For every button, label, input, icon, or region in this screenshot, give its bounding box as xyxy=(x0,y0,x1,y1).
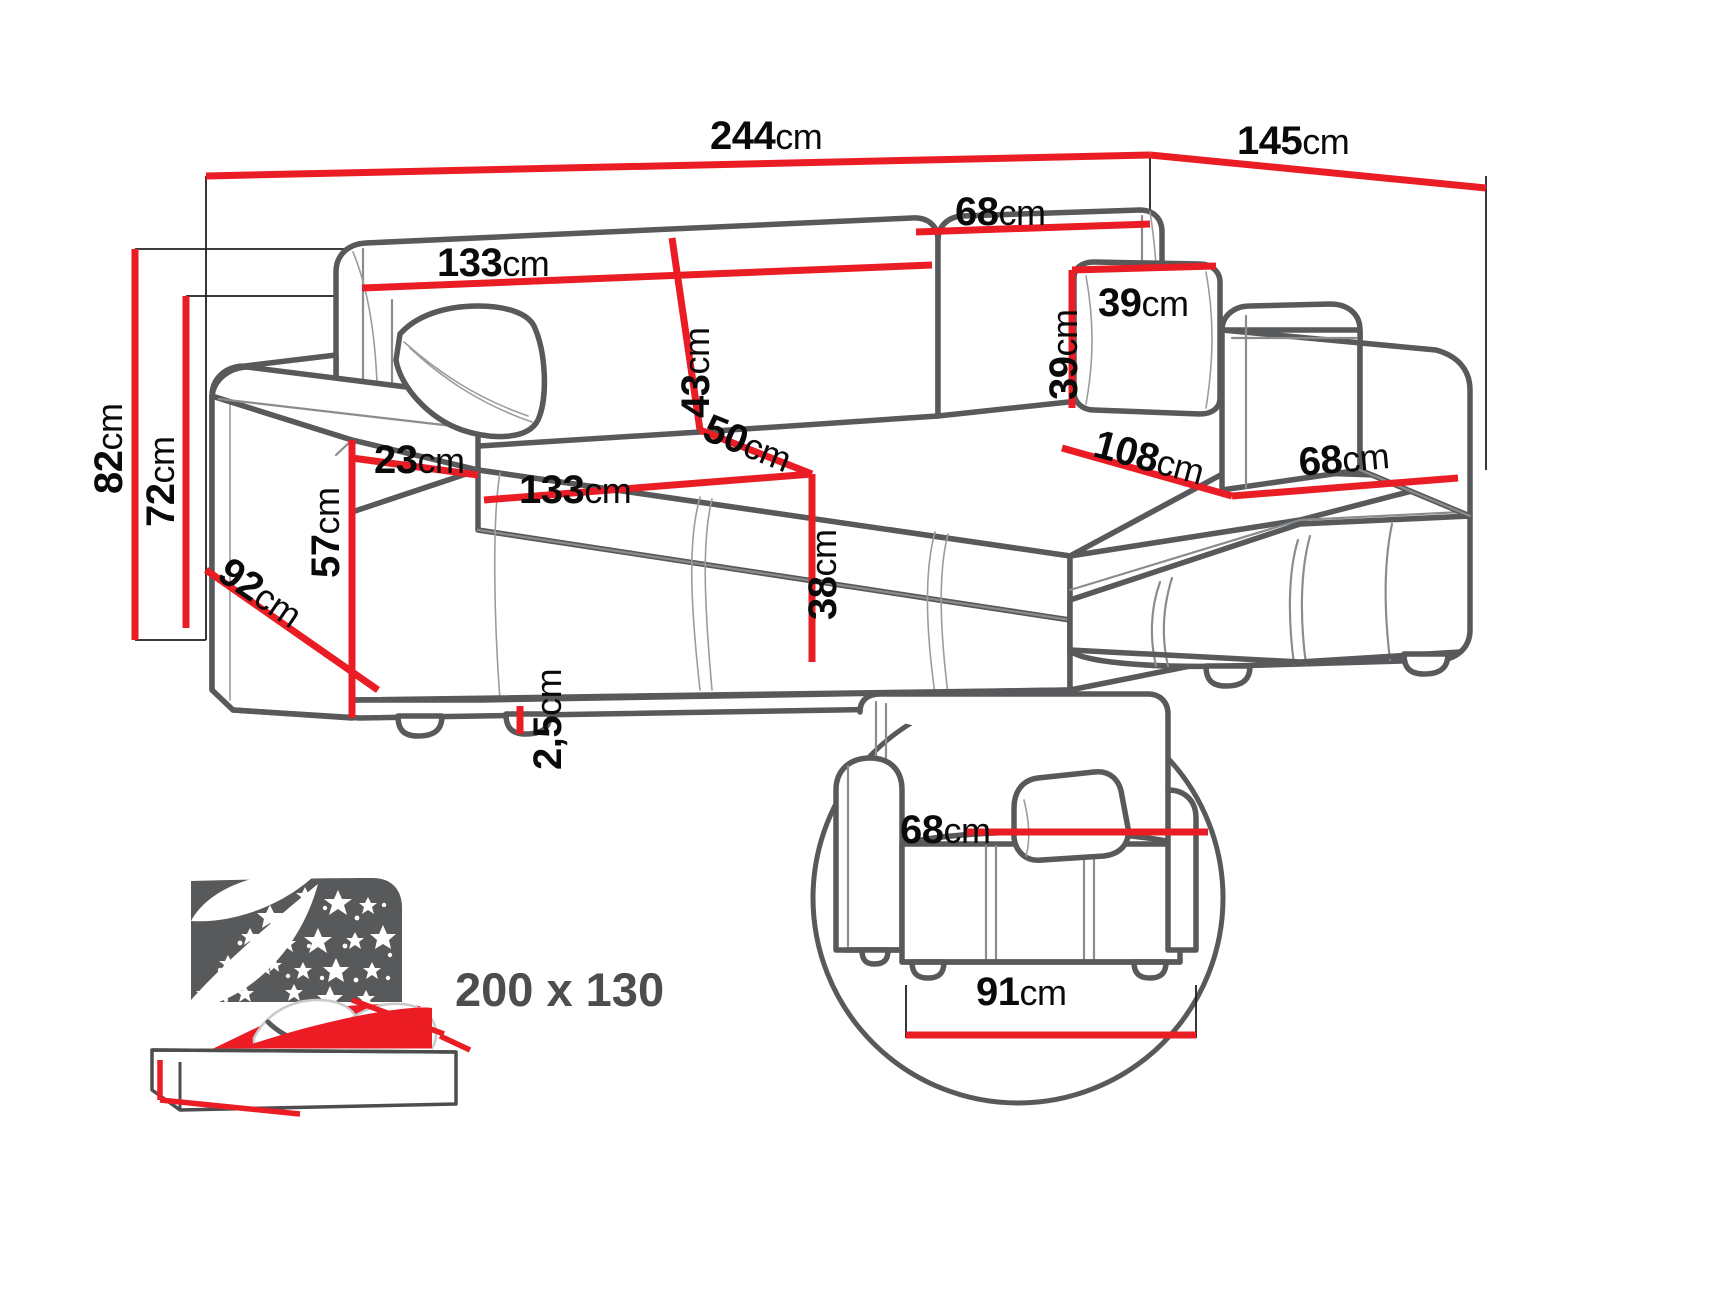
dimension-label-armrest-width: 23cm xyxy=(374,438,465,482)
dimension-label-chaise-width: 68cm xyxy=(1296,435,1391,485)
dimension-label-back-height: 72cm xyxy=(139,436,183,528)
detail-dimension-label-seat-width: 91cm xyxy=(976,970,1067,1014)
sofa-illustration xyxy=(209,207,1473,739)
detail-dimension-label-seat-depth: 68cm xyxy=(900,808,991,852)
starry-night-bed-icon xyxy=(150,870,472,1117)
dimension-label-seat-width: 133cm xyxy=(519,468,632,512)
sleeping-area-size-label: 200 x 130 xyxy=(455,963,665,1016)
dimension-label-backrest-height: 43cm xyxy=(674,327,718,419)
dimension-label-overall-depth: 145cm xyxy=(1237,119,1350,163)
dimension-label-armrest-height: 57cm xyxy=(304,487,348,579)
detail-callout-circle xyxy=(810,690,1226,1106)
dimension-label-seat-height: 38cm xyxy=(801,529,845,621)
dimension-label-cushion-width: 39cm xyxy=(1098,281,1189,325)
dimension-label-overall-height: 82cm xyxy=(87,403,131,495)
dimension-label-cushion-height: 39cm xyxy=(1042,309,1086,401)
dimension-label-backrest-left-width: 133cm xyxy=(437,241,550,285)
dimension-label-backrest-right-width: 68cm xyxy=(955,190,1046,234)
dimension-label-leg-height: 2,5cm xyxy=(526,668,570,770)
dimension-lines xyxy=(131,151,1487,734)
dimension-label-overall-width: 244cm xyxy=(710,114,823,158)
